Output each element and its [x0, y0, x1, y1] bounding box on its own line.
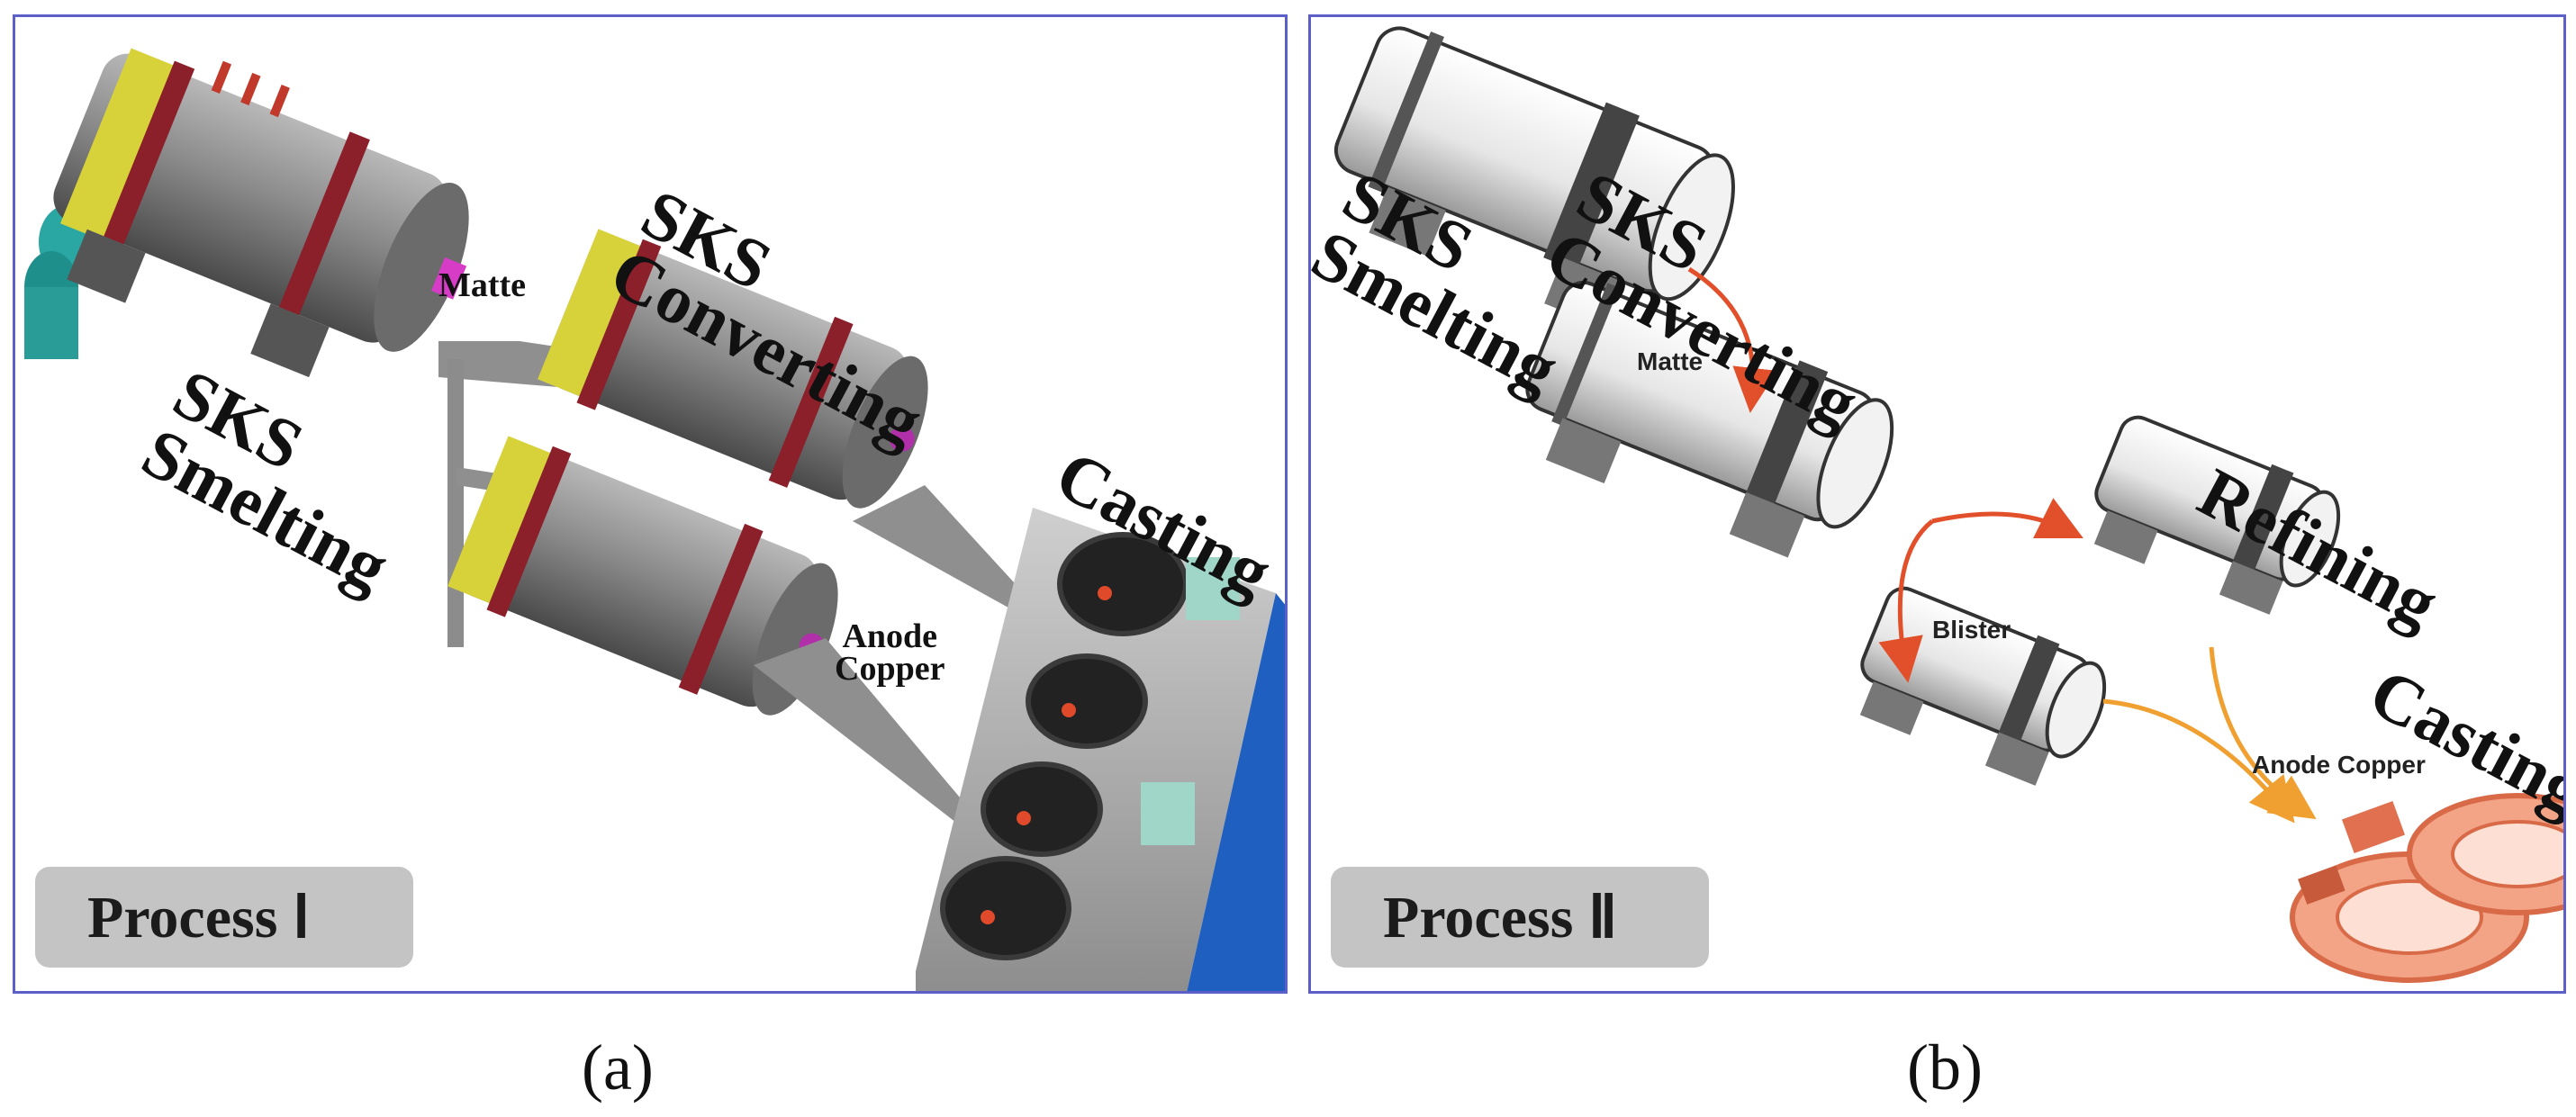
caption-b: (b)	[1907, 1031, 1983, 1103]
smelting-furnace	[53, 48, 469, 378]
caption-a: (a)	[582, 1031, 654, 1103]
smelting-furnace-b	[1333, 26, 1735, 328]
panel-process-1: SKS Smelting SKS Converting Matte Castin…	[13, 14, 1288, 994]
label-anode-copper: Anode Copper	[835, 617, 945, 689]
casting-machines	[916, 508, 1285, 991]
refining-furnace	[2093, 415, 2341, 615]
label-matte-b: Matte	[1637, 347, 1704, 375]
anode-launders	[754, 485, 1024, 823]
casting-machines-b	[2290, 793, 2563, 983]
process-2-badge: Process Ⅱ	[1331, 867, 1709, 968]
process-1-badge: Process Ⅰ	[35, 867, 413, 968]
label-blister: Blister	[1932, 616, 2011, 644]
flow-arrows	[1687, 266, 2317, 824]
label-anode-copper-b: Anode Copper	[2252, 751, 2426, 779]
converting-furnace-lower	[447, 436, 838, 716]
blister-furnace	[1859, 586, 2107, 786]
converting-furnace-b	[1525, 280, 1894, 558]
converting-furnace-upper	[538, 229, 928, 509]
process-2-illustration	[1333, 26, 2563, 983]
label-matte: Matte	[438, 266, 527, 304]
panel-process-2: SKS Smelting SKS Converting Matte Refini…	[1308, 14, 2566, 994]
process-1-illustration	[24, 48, 1285, 991]
